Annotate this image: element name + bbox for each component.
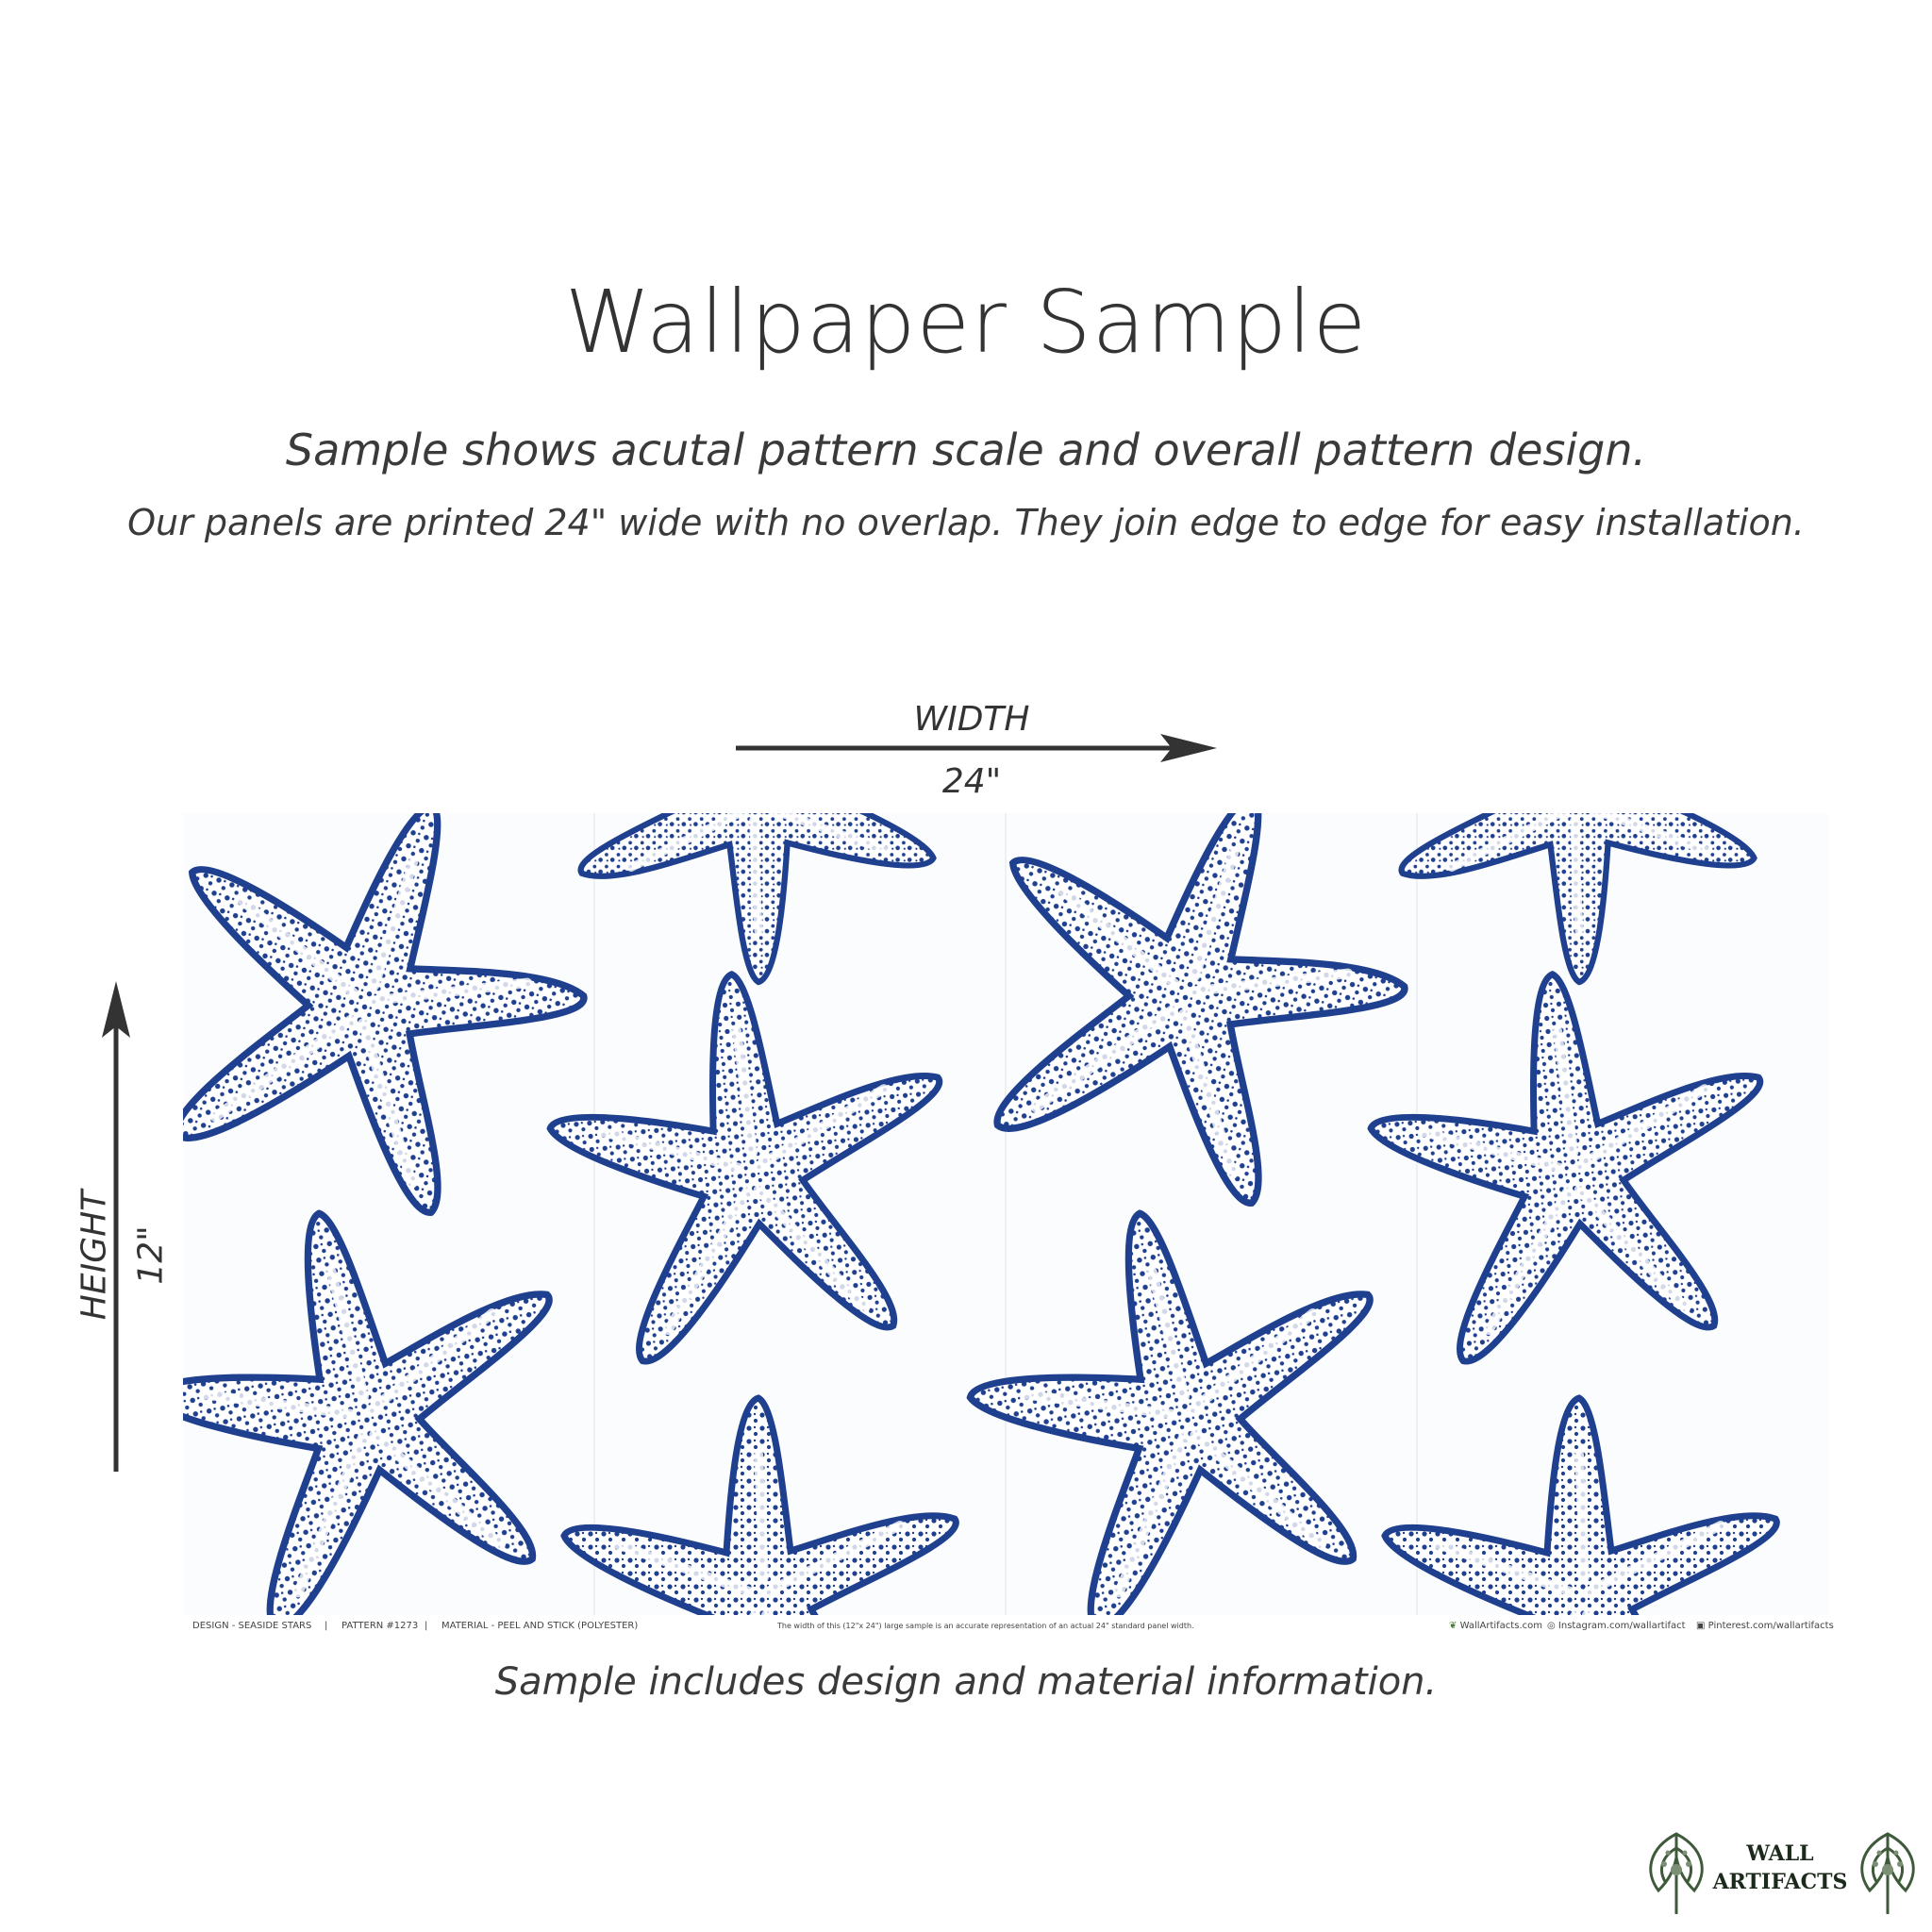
- leaf-icon: ❦: [1449, 1621, 1457, 1631]
- instagram-icon: ◎: [1547, 1621, 1556, 1631]
- description: Our panels are printed 24" wide with no …: [127, 502, 1805, 543]
- page-title: Wallpaper Sample: [564, 272, 1368, 373]
- brand-logo: WALL ARTIFACTS: [1709, 1840, 1851, 1896]
- peacock-feather-right-icon: [1860, 1832, 1915, 1914]
- height-value: 12": [131, 1225, 171, 1285]
- width-arrow-icon: [736, 734, 1217, 762]
- caption: Sample includes design and material info…: [494, 1660, 1438, 1704]
- instagram-link[interactable]: ◎ Instagram.com/wallartifact: [1547, 1621, 1686, 1631]
- pinterest-link[interactable]: ▣ Pinterest.com/wallartifacts: [1696, 1621, 1834, 1631]
- pattern-number: PATTERN #1273: [341, 1621, 419, 1631]
- subtitle: Sample shows acutal pattern scale and ov…: [285, 425, 1647, 475]
- starfish-pattern: [183, 813, 1828, 1615]
- logo-line-1: WALL: [1746, 1841, 1814, 1866]
- width-label: WIDTH: [913, 700, 1030, 739]
- design-name: DESIGN - SEASIDE STARS: [192, 1621, 312, 1631]
- height-label: HEIGHT: [75, 1190, 114, 1321]
- wallpaper-sample: [183, 813, 1828, 1615]
- separator: |: [425, 1621, 428, 1631]
- height-arrow-icon: [102, 981, 130, 1472]
- sample-note: The width of this (12"x 24") large sampl…: [777, 1622, 1194, 1630]
- material-info: MATERIAL - PEEL AND STICK (POLYESTER): [441, 1621, 639, 1631]
- logo-line-2: ARTIFACTS: [1712, 1870, 1848, 1894]
- website-link[interactable]: ❦ WallArtifacts.com: [1449, 1621, 1542, 1631]
- sample-info-strip: DESIGN - SEASIDE STARS | PATTERN #1273 |…: [183, 1615, 1834, 1638]
- separator: |: [325, 1621, 328, 1631]
- width-value: 24": [941, 762, 1002, 801]
- pinterest-icon: ▣: [1696, 1621, 1706, 1631]
- peacock-feather-left-icon: [1649, 1832, 1704, 1914]
